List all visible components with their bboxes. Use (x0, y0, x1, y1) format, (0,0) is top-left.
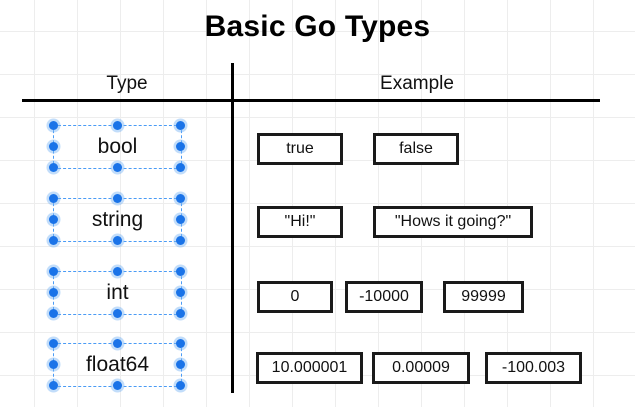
resize-handle-top-right[interactable] (176, 267, 185, 276)
resize-handle-middle-left[interactable] (49, 215, 58, 224)
column-header-type: Type (106, 73, 148, 94)
example-box[interactable]: false (373, 133, 459, 165)
resize-handle-bottom-right[interactable] (176, 309, 185, 318)
type-cell-bool[interactable]: bool (49, 121, 185, 172)
example-box[interactable]: 99999 (443, 281, 524, 313)
example-box[interactable]: "Hows it going?" (373, 206, 533, 238)
resize-handle-top-left[interactable] (49, 339, 58, 348)
resize-handle-middle-right[interactable] (176, 215, 185, 224)
resize-handle-bottom-right[interactable] (176, 236, 185, 245)
resize-handle-top-left[interactable] (49, 194, 58, 203)
resize-handle-bottom-left[interactable] (49, 381, 58, 390)
resize-handle-top-right[interactable] (176, 339, 185, 348)
header-divider-horizontal (22, 99, 600, 102)
resize-handle-bottom-center[interactable] (112, 381, 122, 390)
resize-handle-top-center[interactable] (112, 194, 122, 203)
resize-handle-top-center[interactable] (112, 267, 122, 276)
resize-handle-bottom-center[interactable] (112, 236, 122, 245)
example-box[interactable]: 10.000001 (256, 352, 363, 384)
example-box[interactable]: true (257, 133, 343, 165)
type-label: bool (97, 135, 138, 158)
page-title: Basic Go Types (204, 10, 431, 43)
resize-handle-bottom-center[interactable] (112, 163, 122, 172)
resize-handle-middle-right[interactable] (176, 142, 185, 151)
example-box[interactable]: 0.00009 (372, 352, 470, 384)
example-box[interactable]: -100.003 (485, 352, 582, 384)
resize-handle-bottom-left[interactable] (49, 236, 58, 245)
resize-handle-middle-left[interactable] (49, 288, 58, 297)
resize-handle-top-center[interactable] (112, 121, 122, 130)
type-cell-int[interactable]: int (49, 267, 185, 318)
resize-handle-top-left[interactable] (49, 267, 58, 276)
example-box[interactable]: -10000 (345, 281, 423, 313)
resize-handle-top-left[interactable] (49, 121, 58, 130)
column-header-example: Example (380, 73, 454, 94)
example-box[interactable]: "Hi!" (257, 206, 343, 238)
resize-handle-middle-right[interactable] (176, 288, 185, 297)
resize-handle-bottom-right[interactable] (176, 381, 185, 390)
resize-handle-middle-right[interactable] (176, 360, 185, 369)
resize-handle-middle-left[interactable] (49, 360, 58, 369)
type-label: string (91, 208, 144, 231)
resize-handle-top-center[interactable] (112, 339, 122, 348)
resize-handle-top-right[interactable] (176, 194, 185, 203)
example-box[interactable]: 0 (257, 281, 333, 313)
column-divider-vertical (231, 63, 234, 393)
resize-handle-top-right[interactable] (176, 121, 185, 130)
type-label: float64 (85, 353, 150, 376)
type-label: int (106, 281, 129, 304)
resize-handle-bottom-right[interactable] (176, 163, 185, 172)
resize-handle-bottom-center[interactable] (112, 309, 122, 318)
type-cell-float64[interactable]: float64 (49, 339, 185, 390)
type-cell-string[interactable]: string (49, 194, 185, 245)
resize-handle-bottom-left[interactable] (49, 163, 58, 172)
resize-handle-middle-left[interactable] (49, 142, 58, 151)
resize-handle-bottom-left[interactable] (49, 309, 58, 318)
